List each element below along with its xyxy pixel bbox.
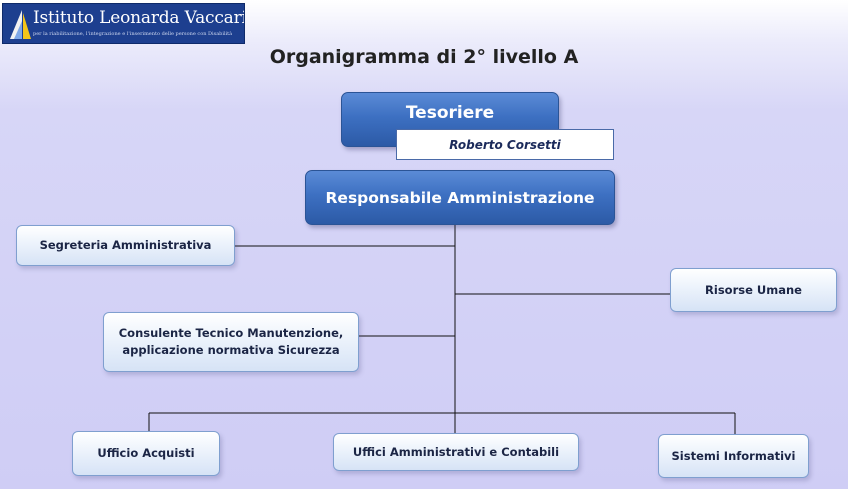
page-title: Organigramma di 2° livello A	[269, 46, 579, 68]
logo-name: Istituto Leonarda Vaccari	[33, 8, 245, 28]
consulente-box: Consulente Tecnico Manutenzione, applica…	[103, 312, 359, 372]
responsabile-box: Responsabile Amministrazione	[305, 170, 615, 225]
logo-tagline: per la riabilitazione, l'integrazione e …	[33, 31, 233, 37]
ufficio-acquisti-label: Ufficio Acquisti	[97, 446, 195, 461]
segreteria-label: Segreteria Amministrativa	[39, 238, 212, 253]
consulente-label-line2: applicazione normativa Sicurezza	[122, 343, 340, 357]
consulente-label-line1: Consulente Tecnico Manutenzione,	[118, 326, 344, 341]
ufficio-acquisti-box: Ufficio Acquisti	[72, 431, 220, 476]
sail-logo-icon	[10, 10, 31, 39]
tesoriere-name-box: Roberto Corsetti	[396, 129, 614, 160]
uffici-amministrativi-label: Uffici Amministrativi e Contabili	[352, 444, 560, 459]
sistemi-informativi-box: Sistemi Informativi	[658, 434, 809, 478]
tesoriere-label: Tesoriere	[405, 102, 495, 123]
sistemi-informativi-label: Sistemi Informativi	[671, 448, 796, 463]
institute-logo: Istituto Leonarda Vaccari per la riabili…	[2, 3, 245, 44]
risorse-umane-label: Risorse Umane	[705, 282, 802, 297]
risorse-umane-box: Risorse Umane	[670, 268, 837, 312]
uffici-amministrativi-box: Uffici Amministrativi e Contabili	[333, 433, 579, 471]
tesoriere-name: Roberto Corsetti	[449, 137, 561, 152]
responsabile-label: Responsabile Amministrazione	[325, 188, 595, 207]
segreteria-box: Segreteria Amministrativa	[16, 225, 235, 266]
